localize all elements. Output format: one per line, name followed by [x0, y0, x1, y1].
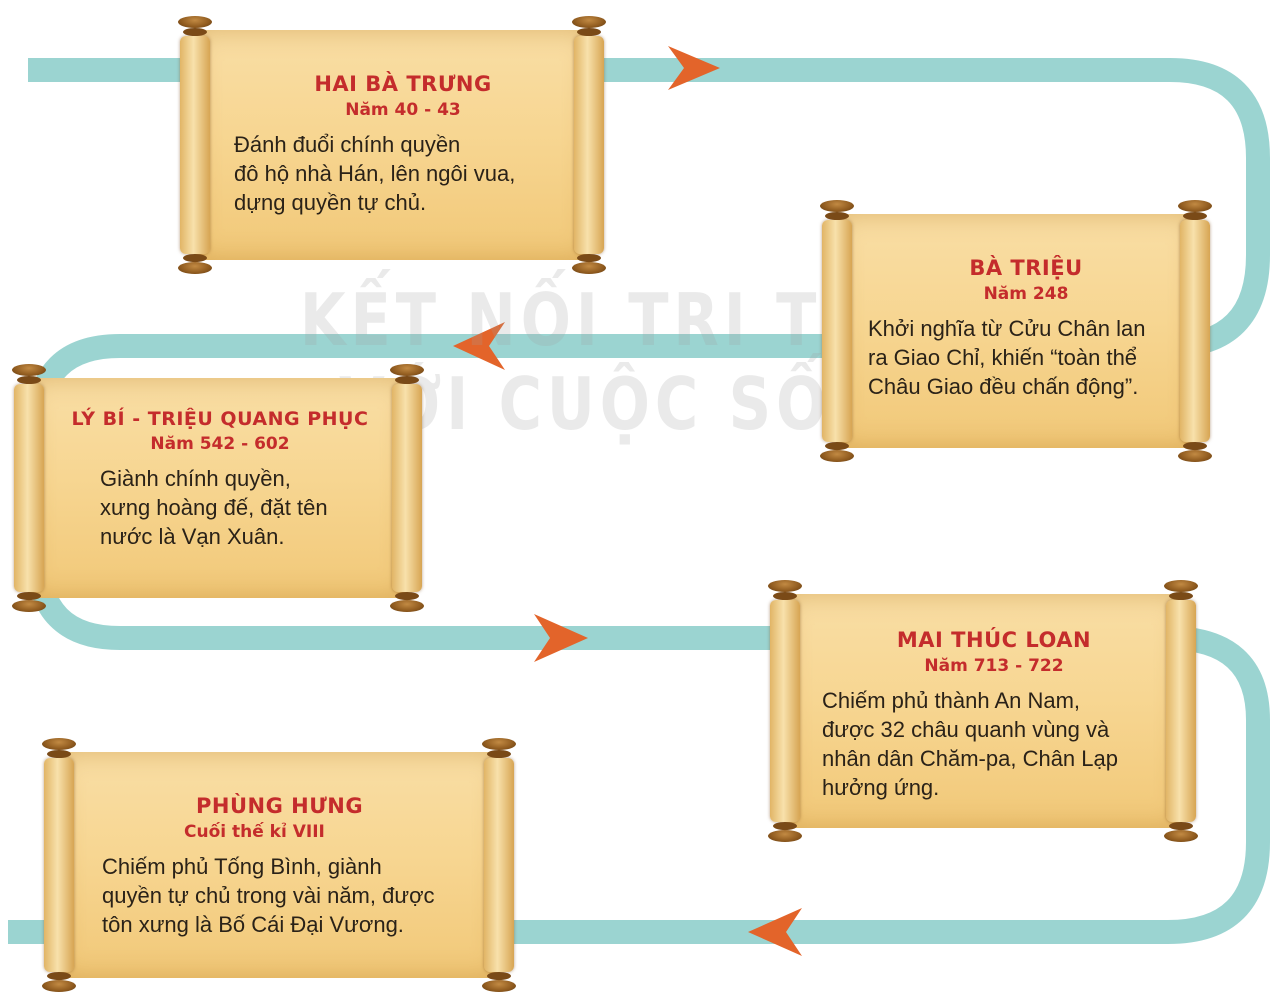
scroll-phung-hung: PHÙNG HƯNG Cuối thế kỉ VIII Chiếm phủ Tố…	[36, 736, 522, 994]
scroll-knob	[390, 364, 424, 384]
description-line: quyền tự chủ trong vài năm, được	[102, 883, 435, 908]
scroll-knob	[820, 442, 854, 462]
description-line: ra Giao Chỉ, khiến “toàn thể	[868, 345, 1138, 370]
event-year: Năm 40 - 43	[345, 100, 461, 120]
scroll-knob	[482, 972, 516, 992]
event-description: Khởi nghĩa từ Cửu Chân lan ra Giao Chỉ, …	[868, 314, 1184, 401]
event-year: Cuối thế kỉ VIII	[184, 822, 325, 842]
description-line: dựng quyền tự chủ.	[234, 190, 427, 215]
description-line: Giành chính quyền,	[100, 466, 291, 491]
scroll-knob	[390, 592, 424, 612]
description-line: nước là Vạn Xuân.	[100, 524, 285, 549]
scroll-roll	[180, 36, 210, 254]
description-line: xưng hoàng đế, đặt tên	[100, 495, 328, 520]
scroll-knob	[12, 592, 46, 612]
arrow-left-icon	[748, 908, 802, 956]
description-line: Chiếm phủ Tống Bình, giành	[102, 854, 382, 879]
event-year: Năm 542 - 602	[150, 434, 290, 454]
event-title: LÝ BÍ - TRIỆU QUANG PHỤC	[71, 408, 369, 430]
scroll-knob	[820, 200, 854, 220]
description-line: nhân dân Chăm-pa, Chân Lạp	[822, 746, 1118, 771]
scroll-knob	[42, 738, 76, 758]
scroll-roll	[392, 384, 422, 592]
scroll-paper	[194, 30, 590, 260]
event-description: Đánh đuổi chính quyền đô hộ nhà Hán, lên…	[234, 130, 572, 217]
scroll-roll	[574, 36, 604, 254]
scroll-paper	[28, 378, 408, 598]
scroll-knob	[42, 972, 76, 992]
description-line: tôn xưng là Bố Cái Đại Vương.	[102, 912, 404, 937]
scroll-roll	[44, 758, 74, 972]
scroll-mai-thuc-loan: MAI THÚC LOAN Năm 713 - 722 Chiếm phủ th…	[762, 578, 1204, 844]
arrow-left-icon	[453, 322, 505, 370]
event-title: HAI BÀ TRƯNG	[314, 72, 492, 96]
event-title: PHÙNG HƯNG	[196, 794, 364, 818]
scroll-roll	[822, 220, 852, 442]
scroll-knob	[768, 822, 802, 842]
event-description: Chiếm phủ thành An Nam, được 32 châu qua…	[822, 686, 1166, 802]
arrow-right-icon	[534, 614, 588, 662]
event-year: Năm 713 - 722	[924, 656, 1064, 676]
scroll-knob	[1178, 442, 1212, 462]
scroll-ly-bi: LÝ BÍ - TRIỆU QUANG PHỤC Năm 542 - 602 G…	[6, 362, 430, 614]
event-title: BÀ TRIỆU	[969, 256, 1083, 280]
description-line: hưởng ứng.	[822, 775, 940, 800]
description-line: được 32 châu quanh vùng và	[822, 717, 1110, 742]
event-description: Chiếm phủ Tống Bình, giành quyền tự chủ …	[102, 852, 462, 939]
scroll-paper	[58, 752, 500, 978]
event-description: Giành chính quyền, xưng hoàng đế, đặt tê…	[50, 464, 390, 551]
event-title: MAI THÚC LOAN	[896, 628, 1092, 652]
scroll-ba-trieu: BÀ TRIỆU Năm 248 Khởi nghĩa từ Cửu Chân …	[814, 198, 1218, 464]
description-line: Đánh đuổi chính quyền	[234, 132, 461, 157]
scroll-roll	[484, 758, 514, 972]
scroll-knob	[12, 364, 46, 384]
scroll-knob	[178, 254, 212, 274]
scroll-roll	[1180, 220, 1210, 442]
event-year: Năm 248	[983, 284, 1069, 304]
description-line: Khởi nghĩa từ Cửu Chân lan	[868, 316, 1146, 341]
scroll-roll	[1166, 600, 1196, 822]
scroll-hai-ba-trung: HAI BÀ TRƯNG Năm 40 - 43 Đánh đuổi chính…	[172, 14, 612, 276]
scroll-knob	[482, 738, 516, 758]
scroll-knob	[572, 254, 606, 274]
scroll-knob	[1164, 822, 1198, 842]
scroll-knob	[572, 16, 606, 36]
scroll-paper	[836, 214, 1196, 448]
scroll-knob	[178, 16, 212, 36]
scroll-knob	[1178, 200, 1212, 220]
description-line: Chiếm phủ thành An Nam,	[822, 688, 1081, 713]
scroll-roll	[770, 600, 800, 822]
scroll-knob	[768, 580, 802, 600]
arrow-right-icon	[668, 46, 720, 90]
description-line: đô hộ nhà Hán, lên ngôi vua,	[234, 161, 516, 186]
scroll-knob	[1164, 580, 1198, 600]
description-line: Châu Giao đều chấn động”.	[868, 374, 1139, 399]
scroll-roll	[14, 384, 44, 592]
scroll-paper	[784, 594, 1182, 828]
